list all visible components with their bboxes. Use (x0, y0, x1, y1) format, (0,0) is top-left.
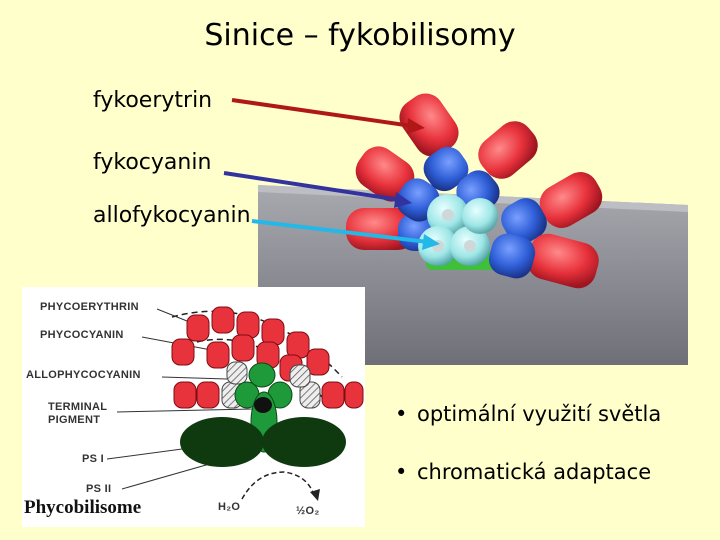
schematic-drawing (106, 306, 364, 501)
schem-label-apc: ALLOPHYCOCYANIN (26, 369, 141, 381)
terminal-pigment (254, 397, 272, 413)
rod-top (399, 93, 469, 192)
arrow-head (310, 489, 320, 501)
bullet-list: optimální využití světla chromatická ada… (393, 402, 661, 484)
apc-core (418, 194, 498, 266)
schem-label-ps1: PS I (82, 453, 104, 465)
rod-lower-right (488, 233, 599, 289)
schem-label-ps2: PS II (86, 483, 112, 495)
ps2-ellipse (262, 417, 346, 467)
schem-caption: Phycobilisome (24, 497, 142, 518)
label-allophycocyanin: allofykocyanin (93, 203, 251, 228)
apc-hatched (221, 361, 321, 409)
schem-label-pe: PHYCOERYTHRIN (40, 301, 139, 313)
phycobilisome-schematic: PHYCOERYTHRIN PHYCOCYANIN ALLOPHYCOCYANI… (22, 287, 365, 527)
schem-label-h2o: H₂O (218, 501, 241, 513)
schem-label-pc: PHYCOCYANIN (40, 329, 124, 341)
pc-discs (206, 334, 303, 382)
schem-label-o2: ½O₂ (296, 505, 320, 517)
water-split-arrow (241, 471, 315, 500)
pe-discs (171, 306, 364, 409)
rod-right (501, 172, 603, 244)
ps1-ellipse (180, 417, 264, 467)
schem-label-pigment: PIGMENT (48, 414, 101, 426)
label-phycocyanin: fykocyanin (93, 150, 212, 175)
pointer-tp (116, 408, 253, 413)
pointer-apc (161, 376, 228, 380)
schem-label-terminal: TERMINAL (48, 401, 108, 413)
bullet-item: chromatická adaptace (393, 460, 661, 484)
page-title: Sinice – fykobilisomy (204, 18, 516, 53)
bullet-item: optimální využití světla (393, 402, 661, 426)
label-phycoerythrin: fykoerytrin (93, 88, 213, 113)
